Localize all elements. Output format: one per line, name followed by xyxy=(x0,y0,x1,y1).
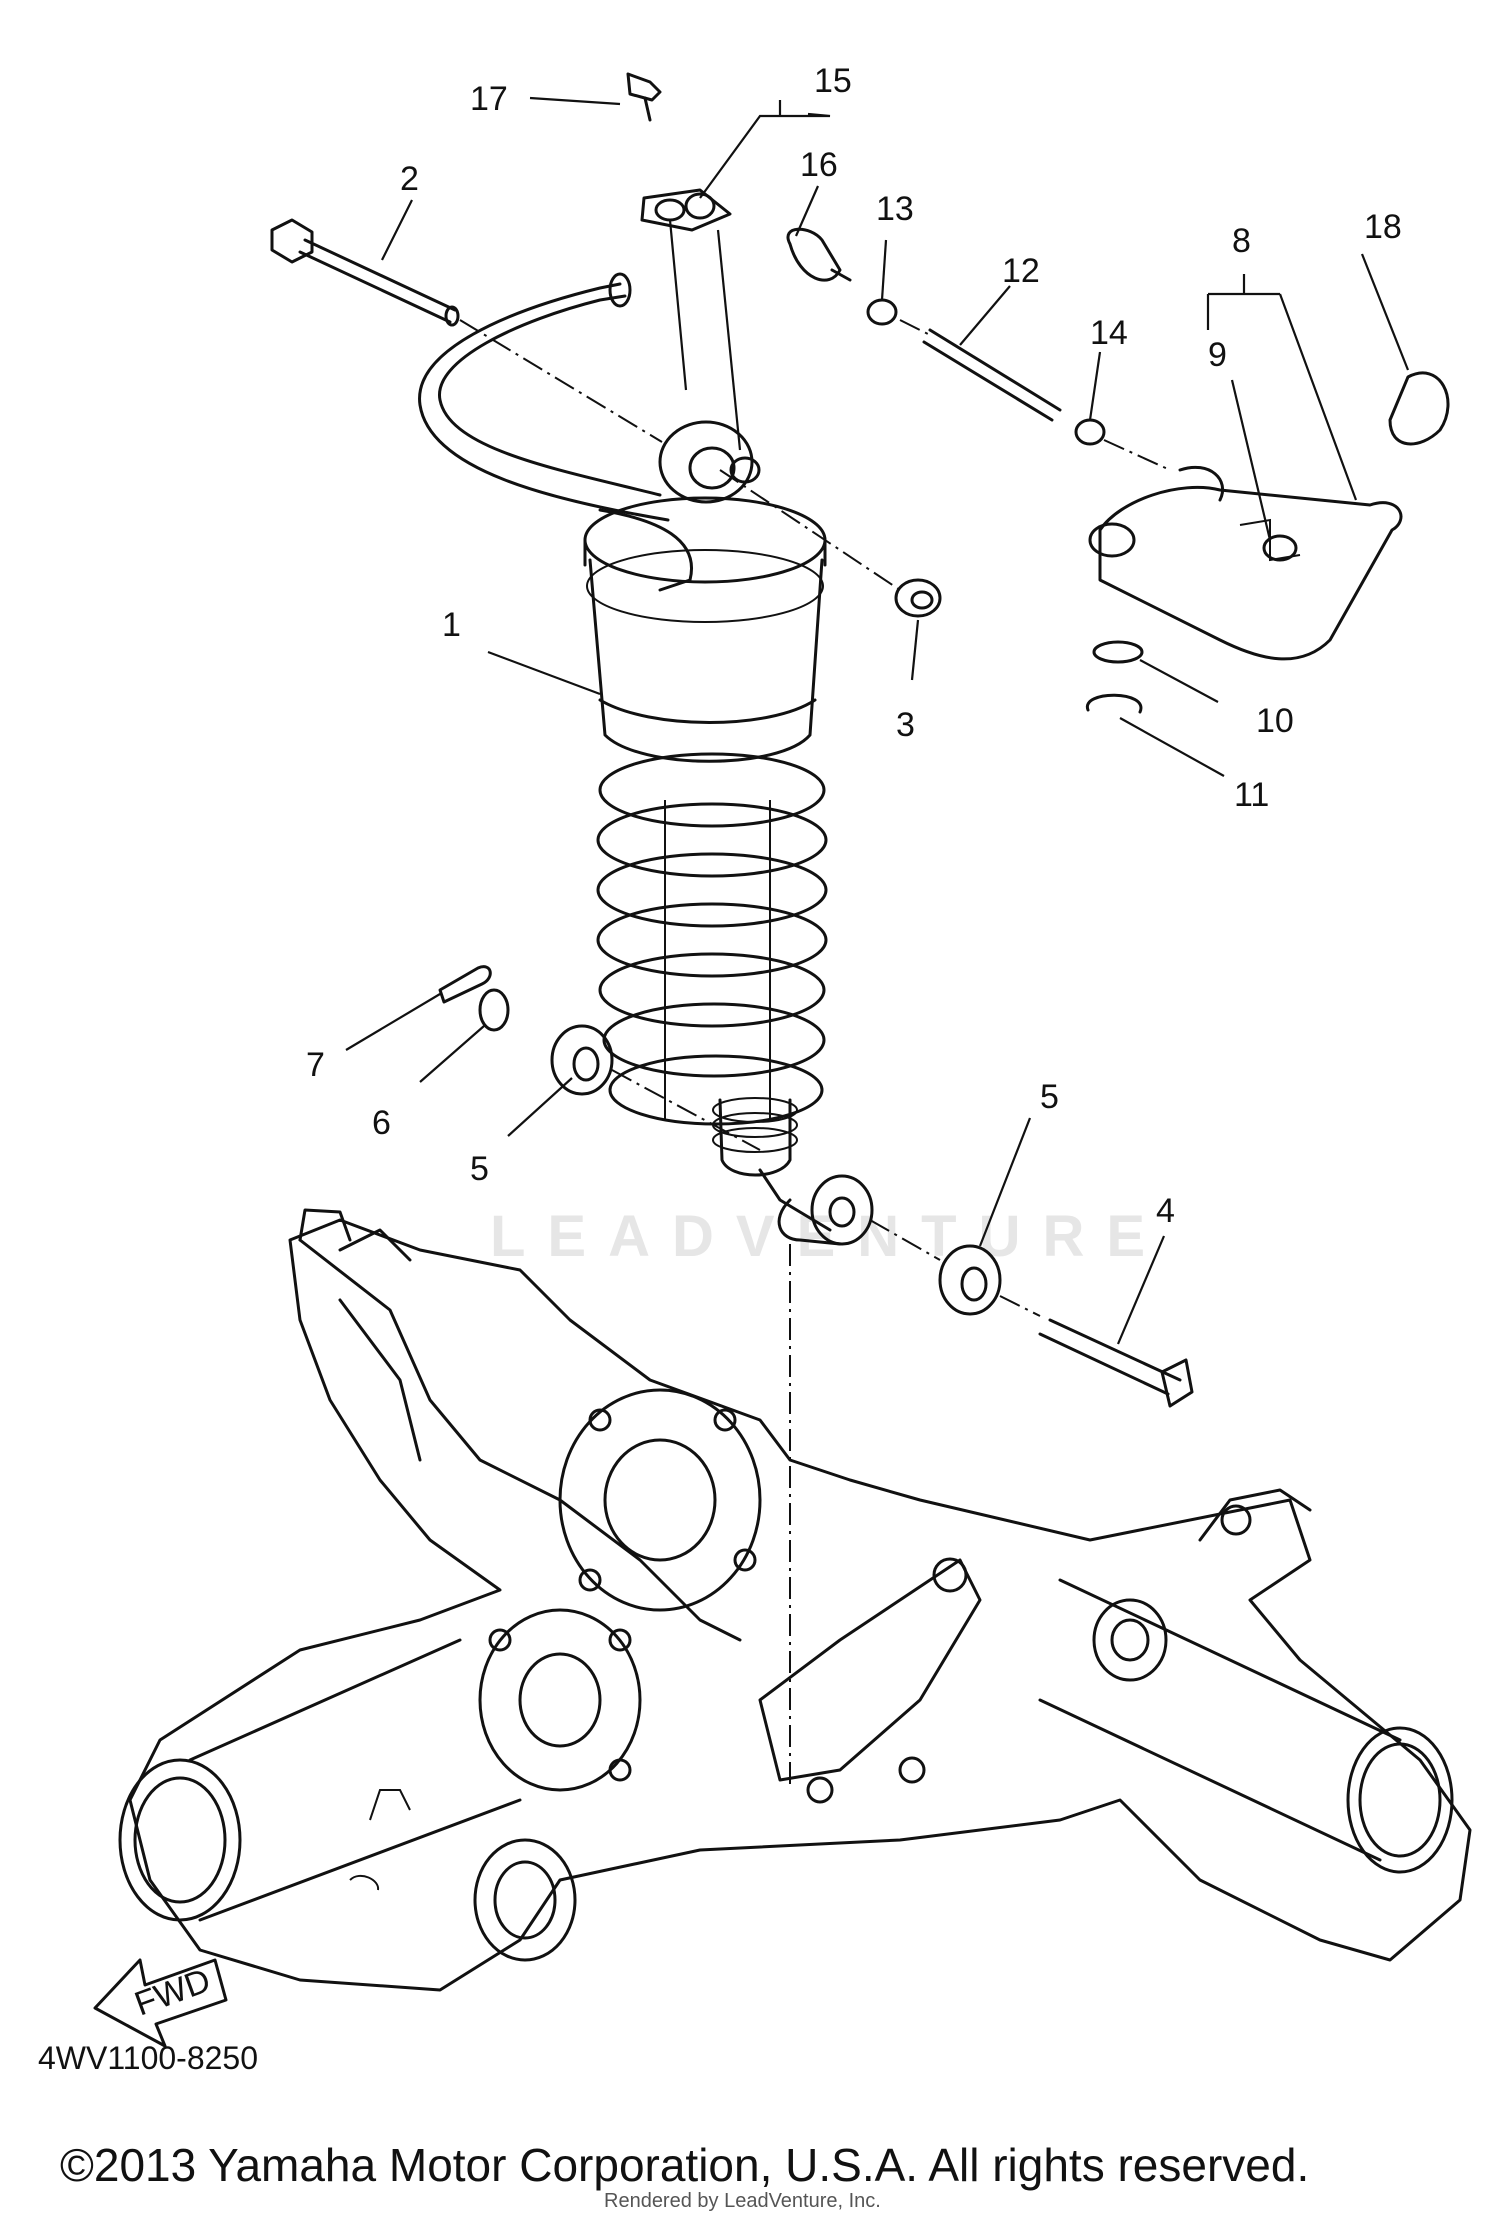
callout-5-left: 5 xyxy=(470,1150,489,1188)
callout-7: 7 xyxy=(306,1046,325,1084)
adjuster-lever xyxy=(1086,371,1450,714)
callout-numbers: 17 15 16 2 13 12 14 18 8 9 1 3 10 11 7 6… xyxy=(306,62,1402,1230)
callout-18: 18 xyxy=(1364,208,1402,246)
fwd-arrow: FWD xyxy=(93,1958,228,2048)
swingarm xyxy=(118,1208,1472,1992)
callout-16: 16 xyxy=(800,146,838,184)
callout-10: 10 xyxy=(1256,702,1294,740)
spring-coils xyxy=(596,752,828,1126)
callout-8: 8 xyxy=(1232,222,1251,260)
callout-12: 12 xyxy=(1002,252,1040,290)
callout-17: 17 xyxy=(470,80,508,118)
callout-4: 4 xyxy=(1156,1192,1175,1230)
watermark: LEADVENTURE xyxy=(490,1204,1167,1269)
callout-1: 1 xyxy=(442,606,461,644)
callout-11: 11 xyxy=(1234,776,1269,814)
adjuster-bracket xyxy=(626,72,852,451)
lower-hardware xyxy=(438,965,1194,1408)
copyright-notice: ©2013 Yamaha Motor Corporation, U.S.A. A… xyxy=(60,2139,1310,2191)
callout-13: 13 xyxy=(876,190,914,228)
rendered-by: Rendered by LeadVenture, Inc. xyxy=(604,2190,881,2212)
leader-lines xyxy=(345,96,1410,1345)
callout-3: 3 xyxy=(896,706,915,744)
diagram-code: 4WV1100-8250 xyxy=(38,2040,258,2076)
shock-absorber xyxy=(418,272,874,1246)
callout-5-right: 5 xyxy=(1040,1078,1059,1116)
callout-6: 6 xyxy=(372,1104,391,1142)
callout-2: 2 xyxy=(400,160,419,198)
bolt-2 xyxy=(270,218,663,443)
nut-3 xyxy=(719,469,942,618)
callout-14: 14 xyxy=(1090,314,1128,352)
callout-9: 9 xyxy=(1208,336,1227,374)
callout-15: 15 xyxy=(814,62,852,100)
